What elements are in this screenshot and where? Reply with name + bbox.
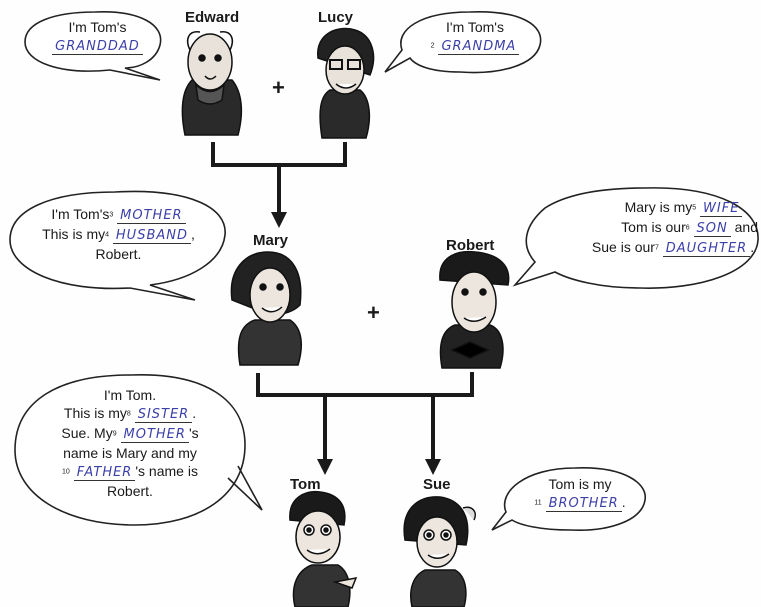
tom-bubble-pre2: This is my [63, 405, 127, 421]
tom-answer-8: SISTER [134, 407, 193, 423]
sue-answer: BROTHER [545, 496, 622, 512]
tom-bubble-post2: . [192, 405, 197, 421]
robert-answer-1: WIFE [700, 201, 743, 217]
mary-bubble-post2: , [191, 226, 195, 242]
tom-bubble-post5: 's name is [135, 463, 198, 479]
sue-bubble-post: . [621, 494, 626, 510]
plus-sign-grandparents: + [272, 75, 285, 100]
lucy-bubble-line1: I'm Tom's [446, 19, 504, 35]
tom-bubble-post3: 's [188, 425, 199, 441]
sue-question-number: 11 [534, 499, 542, 507]
tom-answer-10: FATHER [73, 465, 136, 481]
name-robert: Robert [446, 237, 495, 254]
lucy-question-number: 2 [430, 42, 435, 50]
robert-bubble-text: Mary is my5 WIFE. Tom is our6 SON and Su… [540, 198, 758, 258]
robert-speech-bubble [512, 187, 759, 289]
tom-bubble-line4: name is Mary and my [63, 445, 197, 461]
sue-drawing [403, 496, 476, 607]
robert-question-number-1: 5 [692, 204, 697, 212]
tom-speech-bubble [14, 374, 263, 526]
mary-bubble-text: I'm Tom's3 MOTHER This is my4 HUSBAND, R… [16, 205, 221, 263]
robert-bubble-post2: and [734, 219, 758, 235]
sue-bubble-text: Tom is my 11 BROTHER. [515, 475, 645, 513]
robert-answer-2: SON [693, 221, 731, 237]
robert-bubble-pre2: Tom is our [621, 219, 686, 235]
lucy-bubble-text: I'm Tom's 2 GRANDMA [415, 18, 535, 56]
tom-question-number-9: 9 [112, 430, 117, 438]
mary-speech-bubble [9, 190, 226, 301]
lucy-answer: GRANDMA [438, 39, 520, 55]
mary-bubble-pre2: This is my [42, 226, 106, 242]
robert-bubble-post3: . [750, 239, 755, 255]
sue-speech-bubble [491, 467, 646, 531]
mary-question-number-2: 4 [105, 231, 110, 239]
robert-answer-3: DAUGHTER [662, 241, 751, 257]
name-sue: Sue [423, 476, 451, 493]
tom-question-number-10: 10 [62, 468, 70, 476]
robert-bubble-pre1: Mary is my [624, 199, 693, 215]
tom-bubble-line6: Robert. [107, 483, 153, 499]
name-edward: Edward [185, 9, 240, 26]
sue-bubble-line1: Tom is my [548, 476, 612, 492]
plus-sign-parents: + [367, 300, 380, 325]
edward-drawing [181, 31, 243, 136]
tom-bubble-text: I'm Tom. This is my8 SISTER. Sue. My9 MO… [25, 386, 235, 500]
lucy-speech-bubble [384, 11, 542, 74]
edward-bubble-text: I'm Tom's GRANDDAD [40, 18, 155, 56]
tom-answer-9: MOTHER [120, 427, 189, 443]
robert-bubble-post1: . [742, 199, 747, 215]
mary-bubble-pre1: I'm Tom's [51, 206, 110, 222]
tom-bubble-pre3: Sue. My [61, 425, 113, 441]
robert-drawing [439, 250, 510, 369]
tree-arrowheads [271, 212, 441, 475]
name-tom: Tom [290, 476, 321, 493]
robert-question-number-2: 6 [685, 224, 690, 232]
robert-question-number-3: 7 [654, 244, 659, 252]
robert-bubble-pre3: Sue is our [591, 239, 655, 255]
edward-speech-bubble [24, 11, 162, 81]
mary-drawing [230, 251, 303, 366]
tom-bubble-line1: I'm Tom. [103, 387, 157, 403]
tom-drawing [289, 490, 358, 607]
mary-answer-2: HUSBAND [112, 228, 191, 244]
edward-bubble-line1: I'm Tom's [68, 19, 127, 35]
name-mary: Mary [253, 232, 289, 249]
tom-question-number-8: 8 [126, 410, 131, 418]
tree-connectors [211, 142, 474, 462]
lucy-drawing [317, 27, 375, 139]
mary-bubble-line3: Robert. [95, 246, 142, 262]
mary-answer-1: MOTHER [117, 208, 186, 224]
edward-answer: GRANDDAD [52, 39, 143, 55]
mary-question-number-1: 3 [109, 211, 114, 219]
name-lucy: Lucy [318, 9, 354, 26]
